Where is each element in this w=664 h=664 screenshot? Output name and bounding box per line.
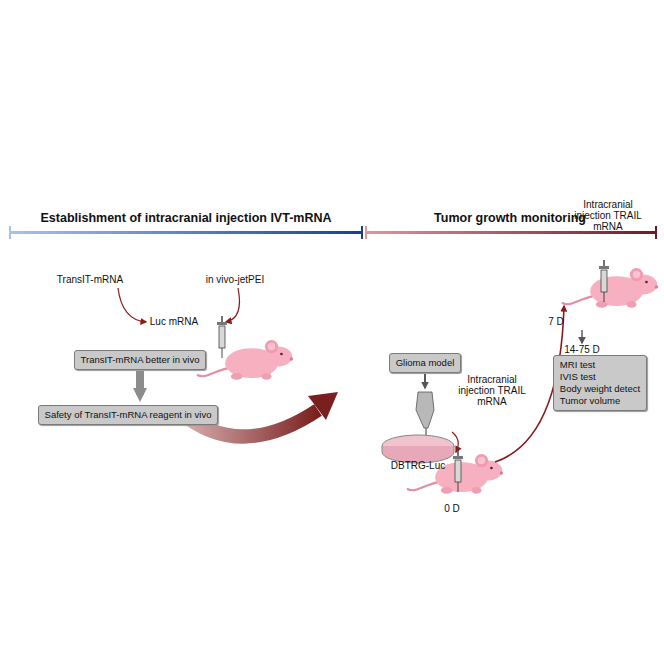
box-text: Tumor volume bbox=[560, 395, 640, 407]
annotation-label: DBTRG-Luc bbox=[391, 460, 445, 471]
mouse bbox=[197, 340, 293, 380]
culture-dish bbox=[382, 435, 454, 463]
syringe bbox=[453, 450, 463, 492]
annotation-label: TransIT-mRNA bbox=[57, 274, 123, 285]
box-text: Body weight detect bbox=[560, 383, 640, 395]
annotation-label: 14-75 D bbox=[564, 344, 600, 355]
block-arrow bbox=[136, 371, 144, 395]
process-box: MRI testIVIS testBody weight detectTumor… bbox=[553, 355, 647, 411]
thin-arrow bbox=[424, 374, 426, 388]
process-box: Safety of TransIT-mRNA reagent in vivo bbox=[38, 405, 219, 425]
box-text: MRI test bbox=[560, 359, 640, 371]
annotation-label: in vivo-jetPEI bbox=[206, 274, 264, 285]
annotation-label: Intracranial injection TRAIL mRNA bbox=[568, 199, 648, 232]
process-box: Glioma model bbox=[389, 353, 462, 373]
thin-arrow bbox=[452, 432, 458, 452]
annotation-label: Luc mRNA bbox=[150, 316, 198, 327]
annotation-label: Intracranial injection TRAIL mRNA bbox=[452, 374, 532, 407]
section-bar bbox=[10, 226, 656, 239]
annotation-label: 7 D bbox=[548, 316, 564, 327]
box-text: IVIS test bbox=[560, 371, 640, 383]
box-text: Safety of TransIT-mRNA reagent in vivo bbox=[45, 409, 212, 421]
section-heading: Tumor growth monitoring bbox=[434, 211, 586, 225]
thin-arrow bbox=[581, 330, 582, 343]
mouse bbox=[562, 268, 658, 308]
pipette bbox=[416, 392, 434, 438]
syringe bbox=[599, 260, 609, 302]
process-box: TransIT-mRNA better in vivo bbox=[74, 350, 207, 370]
box-text: Glioma model bbox=[396, 357, 455, 369]
annotation-label: 0 D bbox=[444, 503, 460, 514]
syringe bbox=[217, 316, 227, 358]
box-text: TransIT-mRNA better in vivo bbox=[81, 354, 200, 366]
section-heading: Establishment of intracranial injection … bbox=[40, 211, 331, 225]
